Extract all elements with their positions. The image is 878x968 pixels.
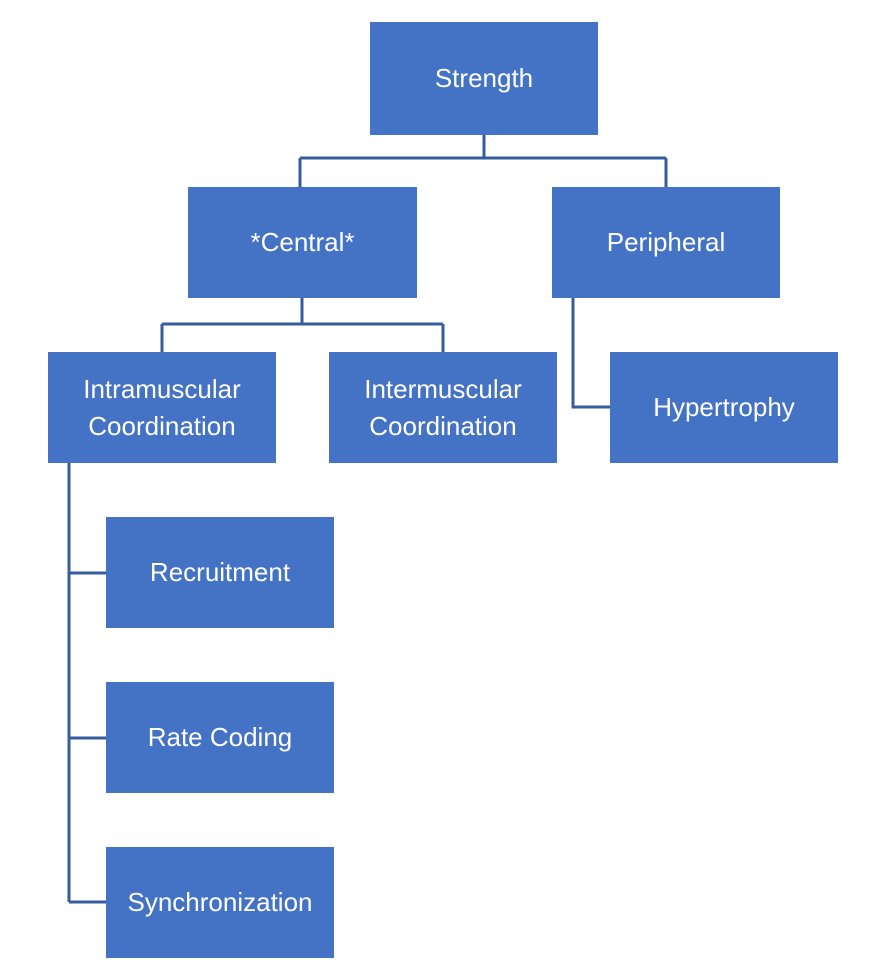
node-rate-coding-label: Rate Coding: [147, 722, 293, 752]
node-intermuscular-coordination: Intermuscular Coordination: [329, 352, 557, 463]
node-peripheral-label: Peripheral: [606, 227, 726, 257]
node-strength-label: Strength: [434, 63, 534, 93]
connector-strength-to-central-peripheral: [298, 135, 668, 187]
node-intermuscular-coordination-label: Intermuscular Coordination: [364, 373, 522, 441]
node-central: *Central*: [188, 187, 417, 298]
node-synchronization-label: Synchronization: [127, 887, 313, 917]
node-recruitment-label: Recruitment: [149, 557, 291, 587]
connector-intramuscular-to-subitems: [67, 463, 106, 904]
node-hypertrophy: Hypertrophy: [610, 352, 838, 463]
node-synchronization: Synchronization: [106, 847, 334, 958]
node-peripheral: Peripheral: [552, 187, 780, 298]
node-intramuscular-coordination: Intramuscular Coordination: [48, 352, 276, 463]
node-intramuscular-coordination-label: Intramuscular Coordination: [83, 373, 241, 441]
connector-peripheral-to-hypertrophy: [571, 298, 610, 409]
node-strength: Strength: [370, 22, 598, 135]
node-hypertrophy-label: Hypertrophy: [653, 392, 795, 422]
node-recruitment: Recruitment: [106, 517, 334, 628]
node-rate-coding: Rate Coding: [106, 682, 334, 793]
node-central-label: *Central*: [250, 227, 355, 257]
connector-central-to-coordination: [160, 298, 445, 352]
